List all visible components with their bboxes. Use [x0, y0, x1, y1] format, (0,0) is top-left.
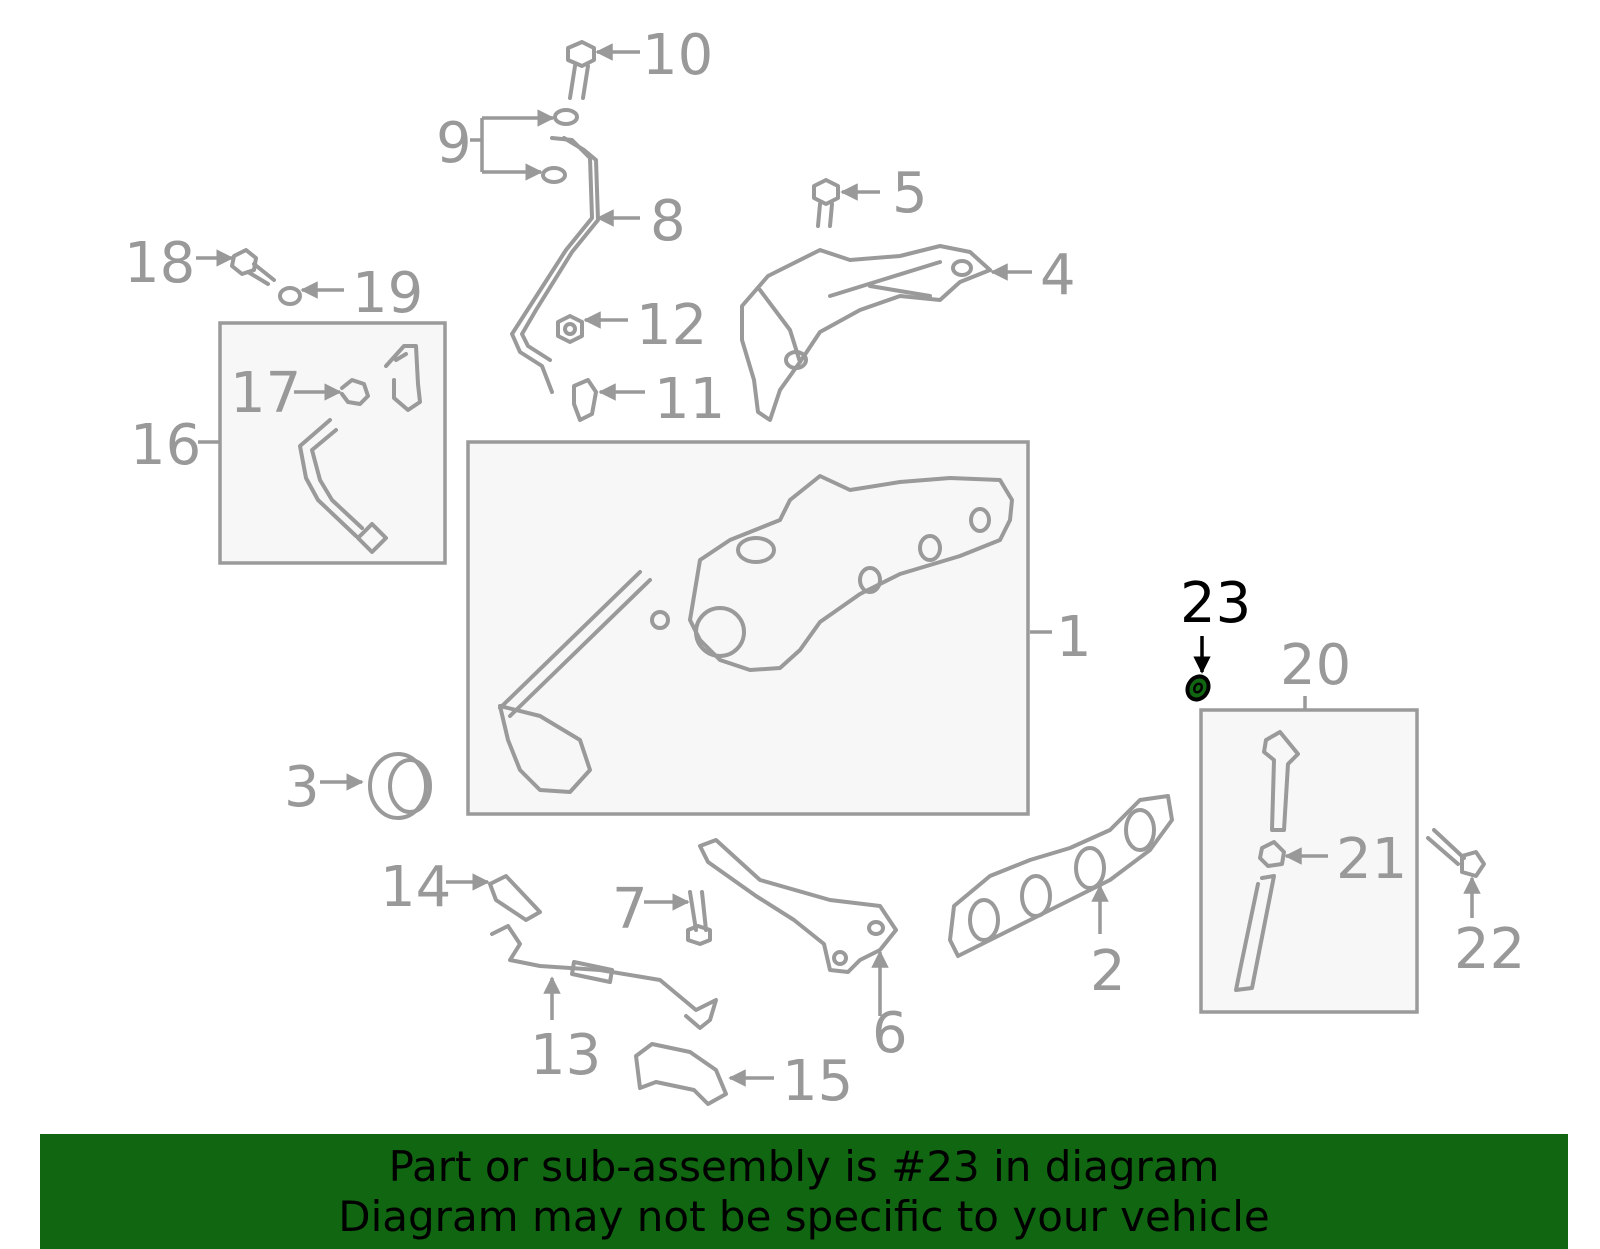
callout-10: 10: [642, 23, 713, 88]
callout-21: 21: [1336, 827, 1407, 892]
part-8-pipe[interactable]: [510, 136, 640, 394]
part-21-clamp[interactable]: [1258, 840, 1328, 868]
callout-12: 12: [636, 293, 707, 358]
callout-6: 6: [872, 1001, 908, 1066]
info-banner: Part or sub-assembly is #23 in diagram D…: [40, 1134, 1568, 1249]
part-19-washer[interactable]: [278, 281, 344, 306]
callout-20: 20: [1280, 633, 1351, 698]
callout-3: 3: [284, 755, 320, 820]
part-6-bracket[interactable]: [698, 838, 898, 1016]
part-11-gasket[interactable]: [572, 378, 645, 422]
part-3-coupler[interactable]: [320, 752, 432, 820]
callout-13: 13: [530, 1023, 601, 1088]
part-23-seal[interactable]: [1183, 636, 1212, 703]
callout-23: 23: [1180, 571, 1251, 636]
callout-15: 15: [782, 1049, 853, 1114]
part-7-bolt[interactable]: [644, 890, 712, 946]
callout-22: 22: [1454, 917, 1525, 982]
part-13-pipe[interactable]: [490, 924, 718, 1030]
group-box-1: [466, 440, 1030, 816]
part-5-bolt[interactable]: [812, 178, 880, 228]
part-15-bracket[interactable]: [634, 1042, 774, 1106]
callout-5: 5: [892, 161, 928, 226]
callout-16: 16: [130, 413, 201, 478]
part-9-washers[interactable]: [470, 108, 579, 184]
part-2-gasket[interactable]: [948, 794, 1174, 958]
callout-1: 1: [1056, 605, 1092, 670]
part-12-nut[interactable]: [556, 311, 628, 344]
part-17-clamp[interactable]: [294, 378, 370, 406]
callout-2: 2: [1090, 939, 1126, 1004]
part-4-heat-shield[interactable]: [740, 244, 1032, 422]
callout-9: 9: [436, 111, 472, 176]
callout-4: 4: [1040, 243, 1076, 308]
part-20-pipe-assembly[interactable]: [1234, 696, 1307, 992]
part-16-hose-assembly[interactable]: [198, 344, 422, 554]
callout-8: 8: [650, 189, 686, 254]
callout-17: 17: [230, 361, 301, 426]
part-1-turbocharger[interactable]: [498, 474, 1052, 794]
part-22-bolt[interactable]: [1426, 828, 1486, 918]
part-18-bolt[interactable]: [196, 248, 276, 286]
group-box-20: [1199, 708, 1419, 1014]
banner-line-1: Part or sub-assembly is #23 in diagram: [388, 1142, 1220, 1191]
callout-18: 18: [124, 231, 195, 296]
callout-11: 11: [654, 367, 725, 432]
callout-14: 14: [380, 855, 451, 920]
part-14-gasket[interactable]: [446, 873, 542, 922]
callout-19: 19: [352, 261, 423, 326]
part-10-bolt[interactable]: [566, 40, 640, 100]
banner-line-2: Diagram may not be specific to your vehi…: [338, 1192, 1270, 1241]
group-box-16: [218, 321, 447, 565]
callout-7: 7: [612, 877, 648, 942]
